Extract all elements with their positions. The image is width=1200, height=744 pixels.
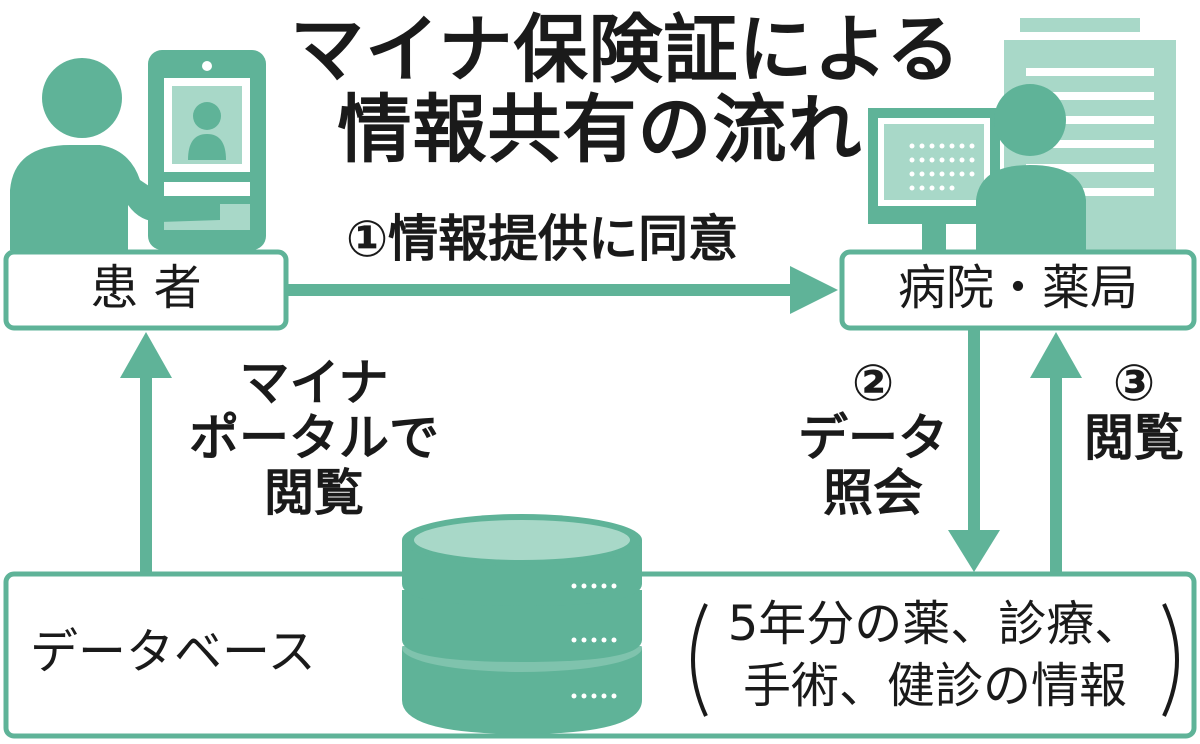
patient-box [3,249,289,331]
hospital-staff-icon [868,18,1176,256]
database-note-line-1: 5年分の薬、診療、 [727,596,1143,652]
database-note-line-2: 手術、健診の情報 [742,658,1127,714]
note-paren-right [1162,603,1179,717]
step2-line-2: 照会 [823,464,923,522]
step3-number: ③ [1112,354,1156,412]
step2-label: ② データ 照会 [780,356,966,521]
title-line-2: 情報共有の流れ [337,87,863,173]
database-label: データベース [30,624,316,680]
arrow-consent [288,266,838,314]
portal-label-line-1: マイナ [239,354,389,412]
portal-label: マイナ ポータルで 閲覧 [164,356,464,521]
patient-label: 患 者 [90,260,202,316]
note-paren-left [691,603,708,717]
step1-label: ①情報提供に同意 [345,210,739,268]
hospital-box [839,249,1197,331]
arrow-portal-view [120,332,172,574]
hospital-label: 病院・薬局 [897,260,1138,316]
title-line-1: マイナ保険証による [290,7,962,93]
portal-label-line-2: ポータルで [189,409,439,467]
step3-line-1: 閲覧 [1084,409,1184,467]
database-icon [402,514,642,734]
arrow-data-inquiry [948,330,1000,572]
step3-label: ③ 閲覧 [1070,356,1198,466]
portal-label-line-3: 閲覧 [264,464,364,522]
arrow-hospital-view [1030,332,1082,574]
step2-number: ② [851,354,895,412]
patient-kiosk-icon [10,50,266,250]
step2-line-1: データ [798,409,948,467]
